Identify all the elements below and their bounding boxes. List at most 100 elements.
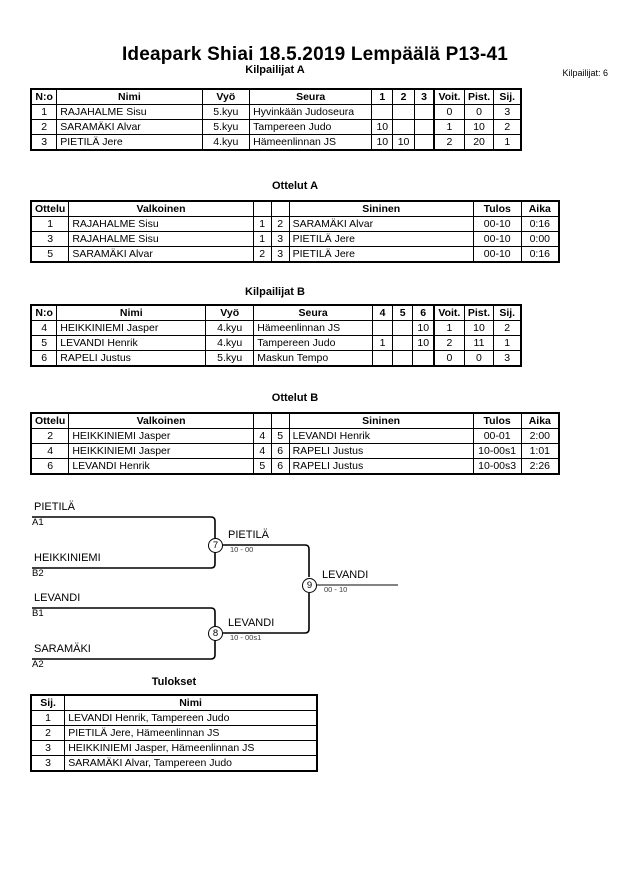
col-belt: Vyö bbox=[205, 304, 255, 321]
col-blue-no bbox=[270, 412, 290, 429]
cell-blue-no: 3 bbox=[270, 246, 290, 263]
cell-match: 2 bbox=[30, 428, 70, 444]
cell-m5 bbox=[392, 320, 414, 336]
cell-white-no: 1 bbox=[252, 231, 272, 247]
cell-wins: 0 bbox=[433, 104, 465, 120]
bracket-entrant-seed: A2 bbox=[32, 659, 44, 670]
cell-belt: 4.kyu bbox=[201, 134, 251, 151]
col-white-no bbox=[252, 412, 272, 429]
cell-m4 bbox=[371, 350, 394, 367]
cell-belt: 4.kyu bbox=[205, 335, 255, 351]
cell-m6: 10 bbox=[412, 335, 435, 351]
cell-no: 3 bbox=[30, 134, 58, 151]
cell-blue-no: 6 bbox=[270, 458, 290, 475]
col-belt: Vyö bbox=[201, 88, 251, 105]
cell-blue: LEVANDI Henrik bbox=[288, 428, 474, 444]
bracket-champion-name: LEVANDI bbox=[322, 569, 369, 581]
bracket-match-node-7[interactable]: 7 bbox=[208, 538, 223, 553]
results-table: Sij. Nimi 1 LEVANDI Henrik, Tampereen Ju… bbox=[30, 694, 318, 772]
cell-name: RAJAHALME Sisu bbox=[56, 104, 203, 120]
cell-m3 bbox=[413, 104, 435, 120]
cell-white-no: 4 bbox=[252, 428, 272, 444]
table-header-row: Ottelu Valkoinen Sininen Tulos Aika bbox=[30, 200, 560, 217]
col-points: Pist. bbox=[463, 88, 495, 105]
cell-no: 5 bbox=[30, 335, 58, 351]
cell-m2 bbox=[392, 119, 415, 135]
cell-name: PIETILÄ Jere, Hämeenlinnan JS bbox=[64, 725, 318, 741]
cell-time: 0:16 bbox=[520, 216, 560, 232]
table-row: 4 HEIKKINIEMI Jasper 4.kyu Hämeenlinnan … bbox=[30, 320, 522, 336]
pool-a-heading: Kilpailijat A bbox=[245, 64, 305, 76]
col-place: Sij. bbox=[30, 694, 66, 711]
competitor-count-label: Kilpailijat: 6 bbox=[562, 68, 608, 78]
cell-name: SARAMÄKI Alvar bbox=[56, 119, 203, 135]
bracket-entrant-seed: B1 bbox=[32, 608, 44, 619]
col-wins: Voit. bbox=[433, 304, 465, 321]
table-row: 2 HEIKKINIEMI Jasper 4 5 LEVANDI Henrik … bbox=[30, 428, 560, 444]
cell-white: HEIKKINIEMI Jasper bbox=[68, 443, 254, 459]
cell-m1: 10 bbox=[371, 119, 394, 135]
pool-b-table: N:o Nimi Vyö Seura 4 5 6 Voit. Pist. Sij… bbox=[30, 304, 522, 367]
cell-wins: 1 bbox=[433, 119, 465, 135]
cell-blue: RAPELI Justus bbox=[288, 458, 474, 475]
cell-place: 3 bbox=[493, 104, 522, 120]
bracket-entrant-name: SARAMÄKI bbox=[34, 643, 91, 655]
cell-time: 0:00 bbox=[520, 231, 560, 247]
matches-b-heading: Ottelut B bbox=[271, 392, 319, 404]
table-row: 4 HEIKKINIEMI Jasper 4 6 RAPELI Justus 1… bbox=[30, 443, 560, 459]
cell-match: 6 bbox=[30, 458, 70, 475]
cell-result: 00-10 bbox=[472, 246, 522, 263]
matches-a-heading: Ottelut A bbox=[271, 180, 319, 192]
cell-club: Tampereen Judo bbox=[249, 119, 373, 135]
col-m4: 4 bbox=[371, 304, 394, 321]
cell-m4 bbox=[371, 320, 394, 336]
cell-no: 1 bbox=[30, 104, 58, 120]
pool-a-table: N:o Nimi Vyö Seura 1 2 3 Voit. Pist. Sij… bbox=[30, 88, 522, 151]
cell-points: 0 bbox=[463, 350, 495, 367]
cell-no: 4 bbox=[30, 320, 58, 336]
bracket-node-winner: LEVANDI bbox=[228, 617, 275, 629]
cell-name: LEVANDI Henrik, Tampereen Judo bbox=[64, 710, 318, 726]
col-club: Seura bbox=[249, 88, 373, 105]
cell-white: SARAMÄKI Alvar bbox=[68, 246, 254, 263]
cell-club: Maskun Tempo bbox=[253, 350, 373, 367]
cell-m3 bbox=[413, 119, 435, 135]
table-row: 3 PIETILÄ Jere 4.kyu Hämeenlinnan JS 10 … bbox=[30, 134, 522, 151]
cell-no: 2 bbox=[30, 119, 58, 135]
table-row: 5 SARAMÄKI Alvar 2 3 PIETILÄ Jere 00-10 … bbox=[30, 246, 560, 263]
col-points: Pist. bbox=[463, 304, 495, 321]
bracket-match-node-8[interactable]: 8 bbox=[208, 626, 223, 641]
matches-a-table: Ottelu Valkoinen Sininen Tulos Aika 1 RA… bbox=[30, 200, 560, 263]
col-no: N:o bbox=[30, 88, 58, 105]
col-white: Valkoinen bbox=[68, 412, 254, 429]
cell-wins: 1 bbox=[433, 320, 465, 336]
cell-place: 3 bbox=[30, 740, 66, 756]
cell-blue-no: 3 bbox=[270, 231, 290, 247]
table-row: 2 PIETILÄ Jere, Hämeenlinnan JS bbox=[30, 725, 318, 741]
col-blue: Sininen bbox=[288, 200, 474, 217]
bracket-match-node-9[interactable]: 9 bbox=[302, 578, 317, 593]
cell-match: 4 bbox=[30, 443, 70, 459]
cell-match: 5 bbox=[30, 246, 70, 263]
cell-belt: 5.kyu bbox=[201, 119, 251, 135]
cell-white: RAJAHALME Sisu bbox=[68, 216, 254, 232]
cell-club: Hyvinkään Judoseura bbox=[249, 104, 373, 120]
cell-wins: 2 bbox=[433, 134, 465, 151]
cell-m3 bbox=[413, 134, 435, 151]
cell-m5 bbox=[392, 335, 414, 351]
results-heading: Tulokset bbox=[151, 676, 197, 688]
cell-result: 00-01 bbox=[472, 428, 522, 444]
col-time: Aika bbox=[520, 412, 560, 429]
cell-m2 bbox=[392, 104, 415, 120]
table-header-row: N:o Nimi Vyö Seura 1 2 3 Voit. Pist. Sij… bbox=[30, 88, 522, 105]
cell-place: 1 bbox=[493, 134, 522, 151]
cell-time: 0:16 bbox=[520, 246, 560, 263]
cell-white: RAJAHALME Sisu bbox=[68, 231, 254, 247]
cell-blue-no: 5 bbox=[270, 428, 290, 444]
cell-white-no: 1 bbox=[252, 216, 272, 232]
cell-place: 3 bbox=[493, 350, 522, 367]
bracket-lines bbox=[32, 516, 398, 660]
cell-points: 10 bbox=[463, 320, 495, 336]
cell-white: LEVANDI Henrik bbox=[68, 458, 254, 475]
col-blue: Sininen bbox=[288, 412, 474, 429]
